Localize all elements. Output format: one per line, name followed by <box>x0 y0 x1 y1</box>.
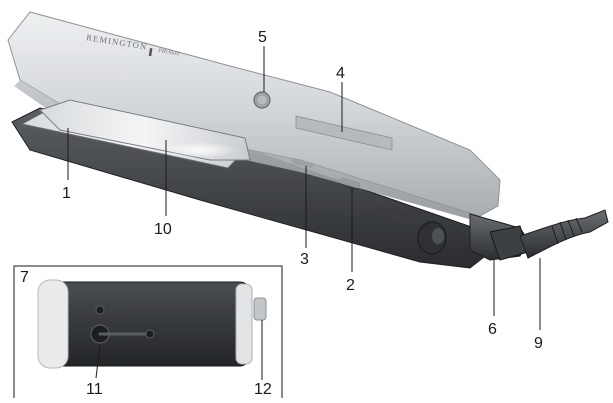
callout-6: 6 <box>488 321 497 338</box>
callout-4: 4 <box>336 65 345 82</box>
upper-arm: REMINGTON PROluxe <box>7 11 501 222</box>
leader-lines <box>67 46 541 330</box>
callout-10: 10 <box>154 221 172 238</box>
lcd-display <box>295 115 393 151</box>
brand-model: PROluxe <box>157 48 181 58</box>
callout-1: 1 <box>62 185 71 202</box>
inset-detail <box>13 265 283 398</box>
callout-7: 7 <box>20 269 29 286</box>
callout-numbers: 5 4 1 10 3 2 6 9 7 11 12 <box>20 29 543 398</box>
callout-3: 3 <box>300 251 309 268</box>
callout-9: 9 <box>534 335 543 352</box>
callout-12: 12 <box>254 381 272 398</box>
handle-and-cord <box>469 209 609 261</box>
callout-5: 5 <box>258 29 267 46</box>
callout-11: 11 <box>86 381 103 398</box>
callout-2: 2 <box>346 277 355 294</box>
